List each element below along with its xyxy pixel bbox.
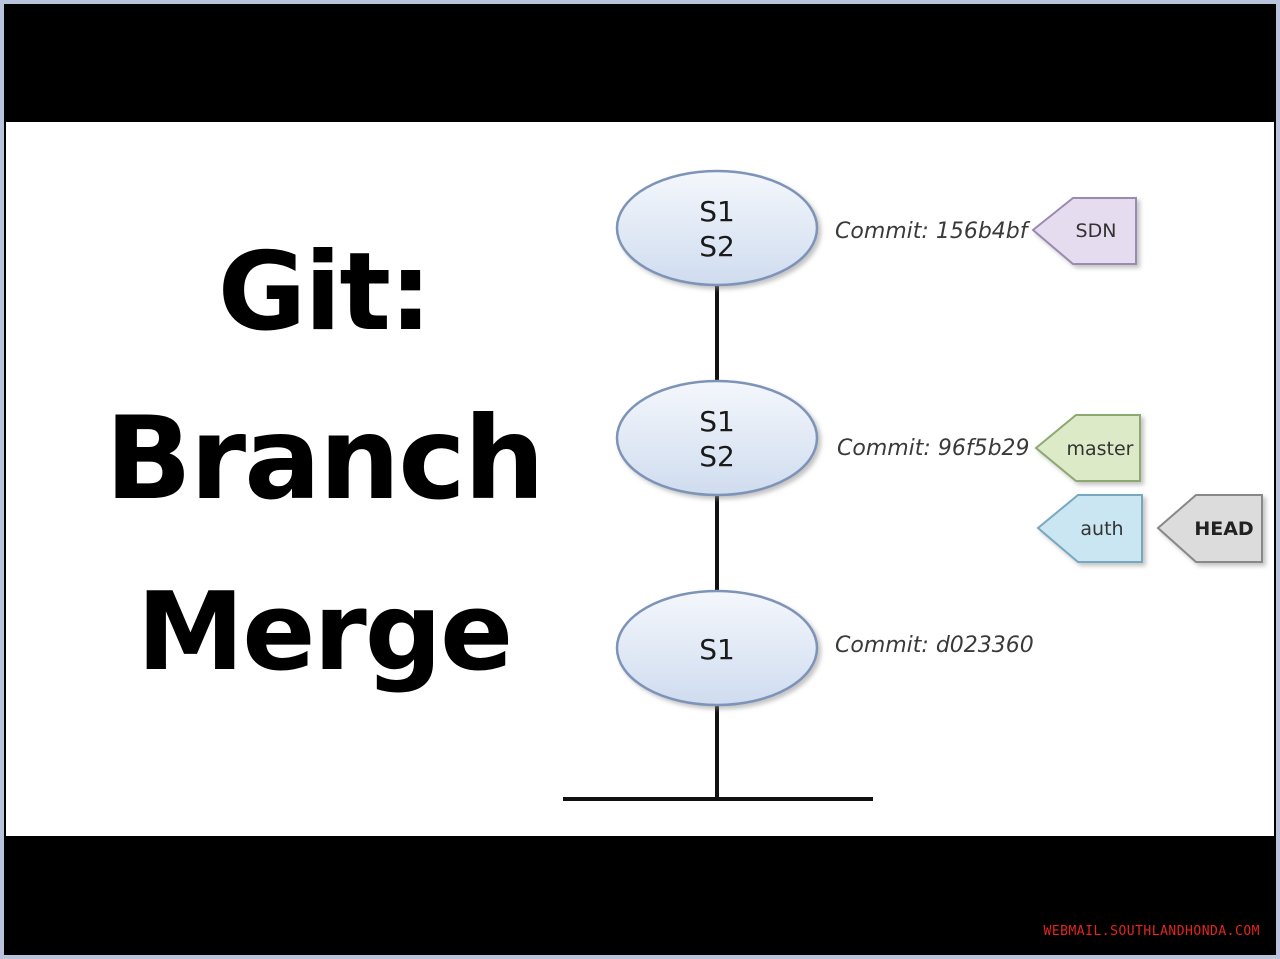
tag-master-label: master [1066,438,1133,460]
commit-label-3: Commit: d023360 [835,633,1034,658]
tag-sdn-label: SDN [1076,220,1117,242]
commit-node-2-line1: S1 [699,405,735,438]
commit-node-1-line1: S1 [699,195,735,228]
tag-auth-shape [1036,494,1143,563]
title-line-git: Git: [217,230,432,355]
commit-node-1-line2: S2 [699,230,735,263]
commit-label-2: Commit: 96f5b29 [837,436,1030,461]
tag-sdn: SDN [1031,197,1137,265]
tag-head-shape [1156,494,1263,563]
tag-master: master [1034,414,1141,482]
tag-master-shape [1034,414,1141,482]
commit-node-1: S1 S2 [615,169,819,287]
title-line-merge: Merge [136,570,514,695]
commit-node-3-line1: S1 [699,633,735,666]
tag-sdn-shape [1031,197,1137,265]
tag-auth-label: auth [1080,518,1123,540]
commit-node-1-shape [615,169,819,287]
commit-node-2: S1 S2 [615,379,819,497]
commit-node-3: S1 [615,589,819,707]
tag-head: HEAD [1156,494,1263,563]
commit-node-3-shape [615,589,819,707]
tag-head-label: HEAD [1194,518,1253,540]
title-line-branch: Branch [105,392,545,525]
commit-label-1: Commit: 156b4bf [835,219,1031,244]
watermark-text: WEBMAIL.SOUTHLANDHONDA.COM [1043,924,1260,939]
slide-title: Git: Branch Merge [6,122,646,836]
commit-node-2-line2: S2 [699,440,735,473]
tag-auth: auth [1036,494,1143,563]
slide-panel: Git: Branch Merge S1 S2 Commit: 156b4bf [6,122,1274,836]
commit-node-2-shape [615,379,819,497]
commit-graph-diagram: S1 S2 Commit: 156b4bf S1 S2 Commit: 96f5… [563,169,1263,801]
